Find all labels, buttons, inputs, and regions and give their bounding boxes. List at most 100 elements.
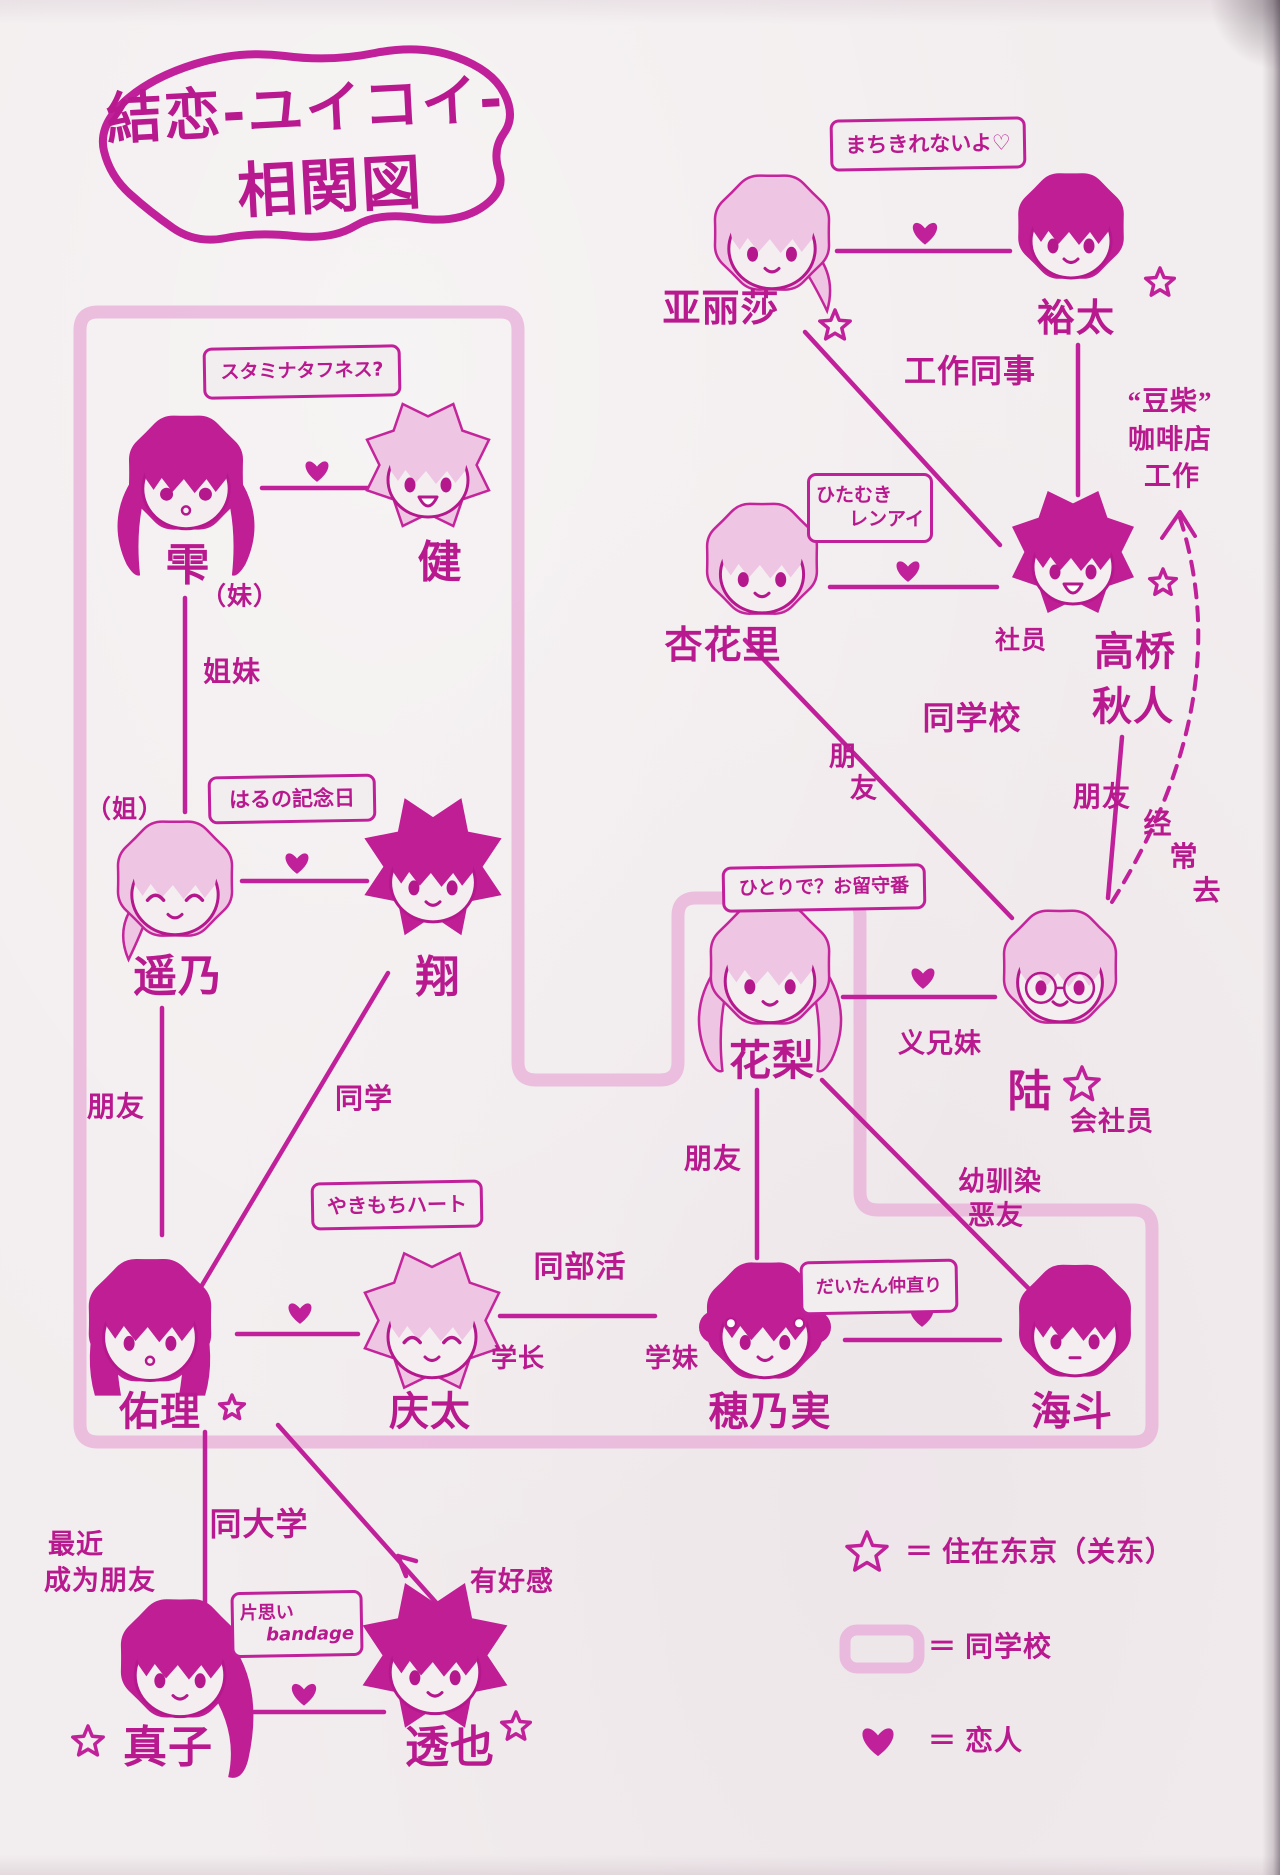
rel-recently-2: 成为朋友 bbox=[44, 1565, 156, 1596]
name-shizuku: 雫 bbox=[165, 541, 211, 590]
star-icon bbox=[71, 1724, 105, 1757]
relationship-line bbox=[1105, 734, 1125, 901]
name-akihito-2: 秋人 bbox=[1092, 684, 1174, 729]
relationship-line bbox=[819, 1077, 1043, 1303]
rel-younger-sister: （妹） bbox=[200, 583, 280, 611]
character-face-kaito bbox=[1019, 1264, 1131, 1378]
name-akihito-1: 高桥 bbox=[1094, 629, 1176, 674]
legend-box-text: ＝ 同学校 bbox=[928, 1632, 1053, 1663]
rel-same-club: 同部活 bbox=[533, 1251, 627, 1284]
rel-friend-diag-2: 友 bbox=[850, 773, 878, 804]
speech-text: ひとりで？お留守番 bbox=[738, 874, 910, 900]
speech-text: ひたむき bbox=[816, 484, 893, 507]
heart-icon bbox=[911, 968, 935, 989]
character-face-riku bbox=[1002, 909, 1118, 1024]
speech-text: だいたん仲直り bbox=[815, 1274, 943, 1298]
rel-senior: 学长 bbox=[490, 1344, 546, 1373]
star-icon bbox=[818, 308, 852, 341]
character-face-ken bbox=[365, 402, 491, 528]
name-mako: 真子 bbox=[123, 1723, 213, 1772]
rel-work: 工作 bbox=[1144, 461, 1200, 492]
rel-recently-1: 最近 bbox=[48, 1529, 104, 1560]
character-face-toya bbox=[362, 1583, 508, 1728]
rel-same-university: 同大学 bbox=[209, 1506, 309, 1542]
rel-company-employee: 会社员 bbox=[1070, 1106, 1154, 1137]
speech-box-kataomoi: 片思い bandage bbox=[230, 1589, 364, 1659]
heart-icon bbox=[912, 222, 938, 245]
relationship-line bbox=[275, 1422, 443, 1610]
heart-icon bbox=[291, 1683, 317, 1706]
legend-star-text: ＝ 住在东京（关东） bbox=[905, 1537, 1175, 1568]
legend-box-icon bbox=[839, 1624, 925, 1674]
speech-text: はるの記念日 bbox=[228, 785, 356, 812]
speech-box-machikirenai: まちきれないよ♡ bbox=[829, 116, 1027, 172]
rel-often-goes-2: 常 bbox=[1169, 842, 1199, 873]
speech-box-hitoride: ひとりで？お留守番 bbox=[721, 863, 927, 913]
rel-mameshiba: “豆柴” bbox=[1127, 386, 1213, 417]
character-face-alisa bbox=[713, 174, 832, 315]
speech-text: まちきれないよ♡ bbox=[845, 130, 1011, 158]
speech-text: スタミナタフネス? bbox=[220, 358, 384, 384]
relationship-line bbox=[802, 329, 1003, 548]
name-kaito: 海斗 bbox=[1031, 1389, 1113, 1434]
name-honomi: 穂乃実 bbox=[708, 1389, 832, 1434]
name-yuta: 裕太 bbox=[1036, 298, 1116, 340]
character-face-ankari bbox=[705, 502, 819, 615]
rel-often-goes-3: 去 bbox=[1192, 876, 1222, 907]
character-face-shizuku bbox=[117, 415, 255, 576]
character-face-yuta bbox=[1018, 173, 1124, 280]
character-face-keita bbox=[363, 1251, 501, 1390]
speech-text: レンアイ bbox=[848, 508, 924, 530]
star-icon bbox=[217, 1393, 247, 1421]
speech-box-stamina: スタミナタフネス? bbox=[202, 344, 402, 400]
legend-heart-text: ＝ 恋人 bbox=[928, 1726, 1024, 1757]
title-blob-outline bbox=[99, 45, 514, 244]
relationship-line bbox=[192, 970, 391, 1300]
character-face-karin bbox=[697, 904, 843, 1073]
character-face-yuri bbox=[88, 1258, 212, 1396]
rel-friend-karin-honomi: 朋友 bbox=[683, 1144, 743, 1175]
character-face-haruno bbox=[116, 820, 234, 963]
name-karin: 花梨 bbox=[728, 1039, 816, 1085]
rel-friend-haruno-yuri: 朋友 bbox=[86, 1092, 146, 1123]
rel-older-sister: （姐） bbox=[85, 796, 165, 824]
speech-text: やきもちハート bbox=[326, 1191, 468, 1218]
rel-friend-akihito-riku: 朋友 bbox=[1072, 782, 1132, 813]
name-riku: 陆 bbox=[1007, 1067, 1053, 1116]
character-face-mako bbox=[120, 1599, 254, 1778]
name-alisa: 亚丽莎 bbox=[662, 288, 780, 330]
rel-classmate: 同学 bbox=[334, 1084, 394, 1115]
speech-box-daitan: だいたん仲直り bbox=[799, 1258, 959, 1316]
character-face-sho bbox=[364, 798, 502, 936]
rel-often-goes-1: 经 bbox=[1143, 809, 1173, 840]
dashed-arrow-head-icon bbox=[1160, 510, 1197, 540]
name-ankari: 杏花里 bbox=[664, 625, 782, 667]
rel-childhood-friend: 幼驯染 bbox=[958, 1166, 1042, 1197]
heart-icon bbox=[288, 1303, 312, 1324]
speech-box-yakimochi: やきもちハート bbox=[310, 1179, 484, 1231]
rel-partner-in-crime: 恶友 bbox=[968, 1200, 1024, 1231]
name-toya: 透也 bbox=[405, 1723, 495, 1772]
star-icon bbox=[1063, 1065, 1101, 1102]
often-goes-dashed-arrow bbox=[1110, 516, 1201, 904]
name-sho: 翔 bbox=[415, 953, 461, 1002]
rel-junior: 学妹 bbox=[644, 1344, 700, 1373]
character-face-akihito bbox=[1012, 491, 1134, 613]
speech-box-haru: はるの記念日 bbox=[207, 773, 377, 825]
rel-cafe: 咖啡店 bbox=[1128, 424, 1212, 455]
speech-text: 片思い bbox=[239, 1601, 294, 1624]
heart-icon bbox=[305, 461, 329, 482]
rel-step-siblings: 义兄妹 bbox=[898, 1028, 982, 1059]
rel-same-school: 同学校 bbox=[922, 700, 1022, 736]
star-icon bbox=[845, 1530, 889, 1572]
name-haruno: 遥乃 bbox=[133, 952, 223, 1001]
name-ken: 健 bbox=[417, 538, 463, 587]
rel-coworkers: 工作同事 bbox=[903, 353, 1037, 389]
rel-employee: 社员 bbox=[994, 627, 1048, 655]
relationship-line bbox=[742, 637, 1015, 921]
rel-has-crush: 有好感 bbox=[470, 1566, 554, 1597]
star-icon bbox=[1147, 567, 1179, 597]
name-yuri: 佑理 bbox=[119, 1389, 201, 1434]
